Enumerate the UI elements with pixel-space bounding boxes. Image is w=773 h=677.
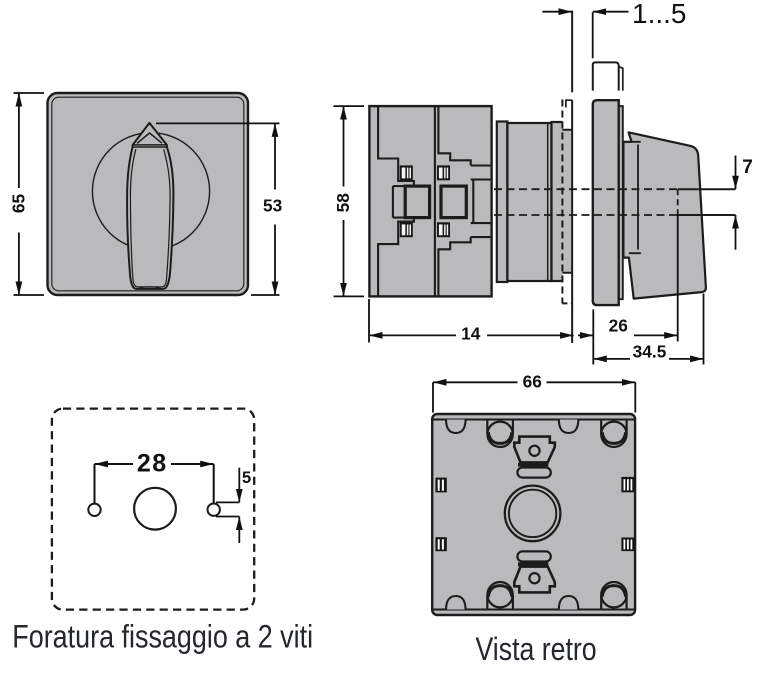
svg-text:34.5: 34.5 [633,341,667,361]
svg-text:53: 53 [263,196,282,216]
svg-text:Vista retro: Vista retro [476,631,597,667]
svg-text:1...5: 1...5 [632,0,686,29]
svg-text:28: 28 [137,450,168,478]
svg-text:58: 58 [333,193,353,213]
svg-text:65: 65 [8,194,28,214]
svg-text:14: 14 [461,324,481,344]
svg-text:66: 66 [523,371,542,391]
svg-text:26: 26 [609,316,628,336]
svg-text:7: 7 [742,157,753,178]
svg-text:5: 5 [242,469,251,487]
svg-text:Foratura fissaggio a 2 viti: Foratura fissaggio a 2 viti [12,619,313,655]
